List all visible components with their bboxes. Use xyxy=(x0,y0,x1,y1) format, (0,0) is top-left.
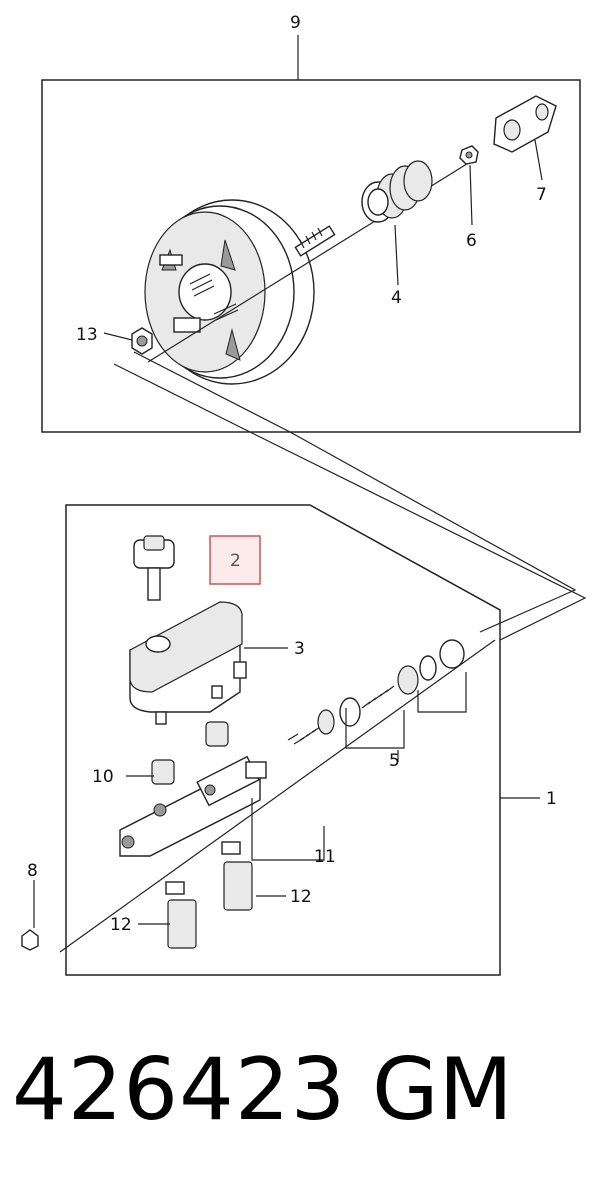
piston-kit xyxy=(59,639,496,953)
push-rod xyxy=(294,225,336,257)
reservoir-grommets xyxy=(151,721,229,785)
callout-3: 3 xyxy=(294,639,305,659)
callout-12-left: 12 xyxy=(110,915,132,935)
rod-boot xyxy=(361,160,433,223)
callout-4: 4 xyxy=(391,288,402,308)
master-cylinder-group: 2 3 10 5 1 11 8 12 12 xyxy=(21,504,557,976)
footer: 426423 GM xyxy=(0,1040,600,1150)
clevis xyxy=(493,95,557,153)
cylinder-nut xyxy=(21,929,39,951)
exploded-parts-diagram: 9 7 6 4 13 xyxy=(21,13,587,976)
part-number: 426423 xyxy=(12,1040,347,1140)
booster-assembly-group: 9 7 6 4 13 xyxy=(41,13,581,433)
callout-13: 13 xyxy=(76,325,98,345)
callout-9: 9 xyxy=(290,13,301,33)
callout-12-right: 12 xyxy=(290,887,312,907)
reservoir-cap xyxy=(133,535,175,601)
brake-line-fittings xyxy=(165,841,253,949)
callout-1: 1 xyxy=(546,789,557,809)
master-cylinder-frame xyxy=(65,504,501,976)
brand-label: GM xyxy=(372,1040,513,1140)
brake-booster xyxy=(144,199,315,385)
callout-2: 2 xyxy=(230,551,241,571)
callout-11: 11 xyxy=(314,847,336,867)
mount-nut xyxy=(131,327,153,355)
callout-8: 8 xyxy=(27,861,38,881)
callout-10: 10 xyxy=(92,767,114,787)
highlight-box-2 xyxy=(209,535,261,585)
booster-frame xyxy=(41,79,581,433)
callout-5: 5 xyxy=(389,751,400,771)
lock-nut xyxy=(459,145,479,165)
cylinder-body xyxy=(119,755,267,857)
connector-lines xyxy=(113,351,587,641)
callout-7: 7 xyxy=(536,185,547,205)
callout-6: 6 xyxy=(466,231,477,251)
fluid-reservoir xyxy=(129,601,247,725)
